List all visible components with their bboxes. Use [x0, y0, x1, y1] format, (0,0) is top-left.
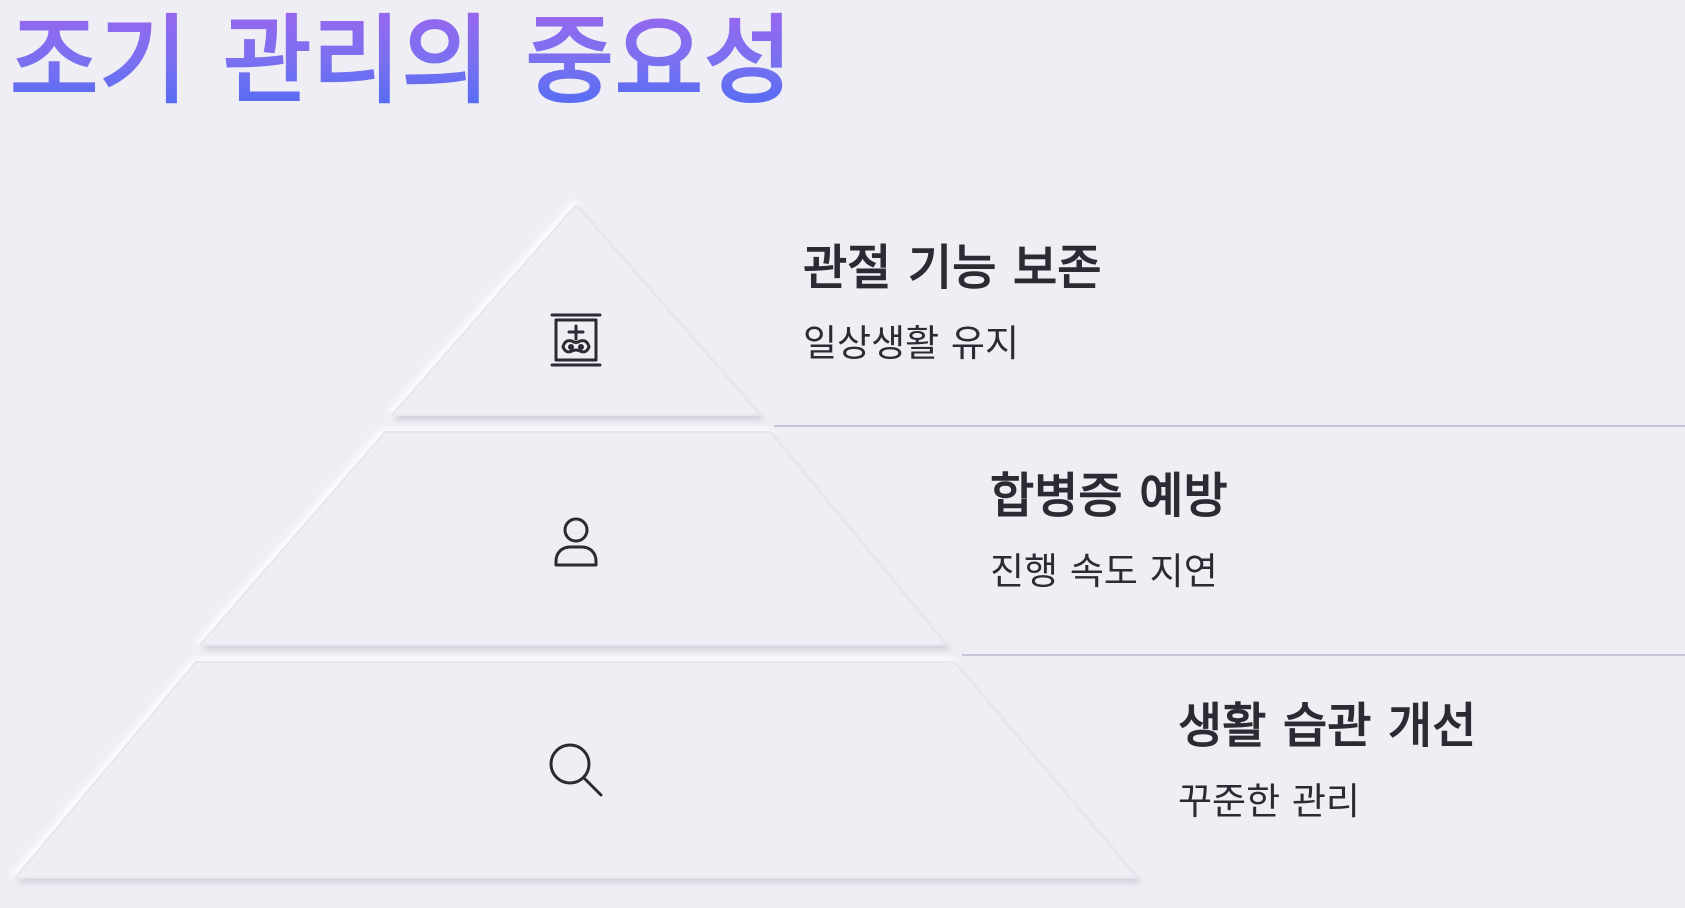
level-2-description: 진행 속도 지연	[990, 550, 1218, 593]
level-3-text: 생활 습관 개선 꾸준한 관리	[1178, 698, 1476, 824]
pyramid-tier-bottom	[12, 661, 1140, 879]
x-ray-icon	[546, 311, 606, 371]
search-icon	[546, 740, 606, 800]
level-3-description: 꾸준한 관리	[1178, 780, 1360, 823]
level-2-heading: 합병증 예방	[990, 468, 1228, 524]
level-3-heading: 생활 습관 개선	[1178, 698, 1477, 754]
level-1-text: 관절 기능 보존 일상생활 유지	[803, 240, 1101, 366]
level-1-heading: 관절 기능 보존	[803, 240, 1102, 296]
level-2-text: 합병증 예방 진행 속도 지연	[990, 468, 1228, 594]
level-1-description: 일상생활 유지	[803, 322, 1020, 365]
page-title: 조기 관리의 중요성	[10, 5, 794, 117]
pyramid-tier-top	[389, 203, 763, 416]
person-icon	[546, 512, 606, 572]
pyramid-tier-middle	[197, 431, 949, 646]
